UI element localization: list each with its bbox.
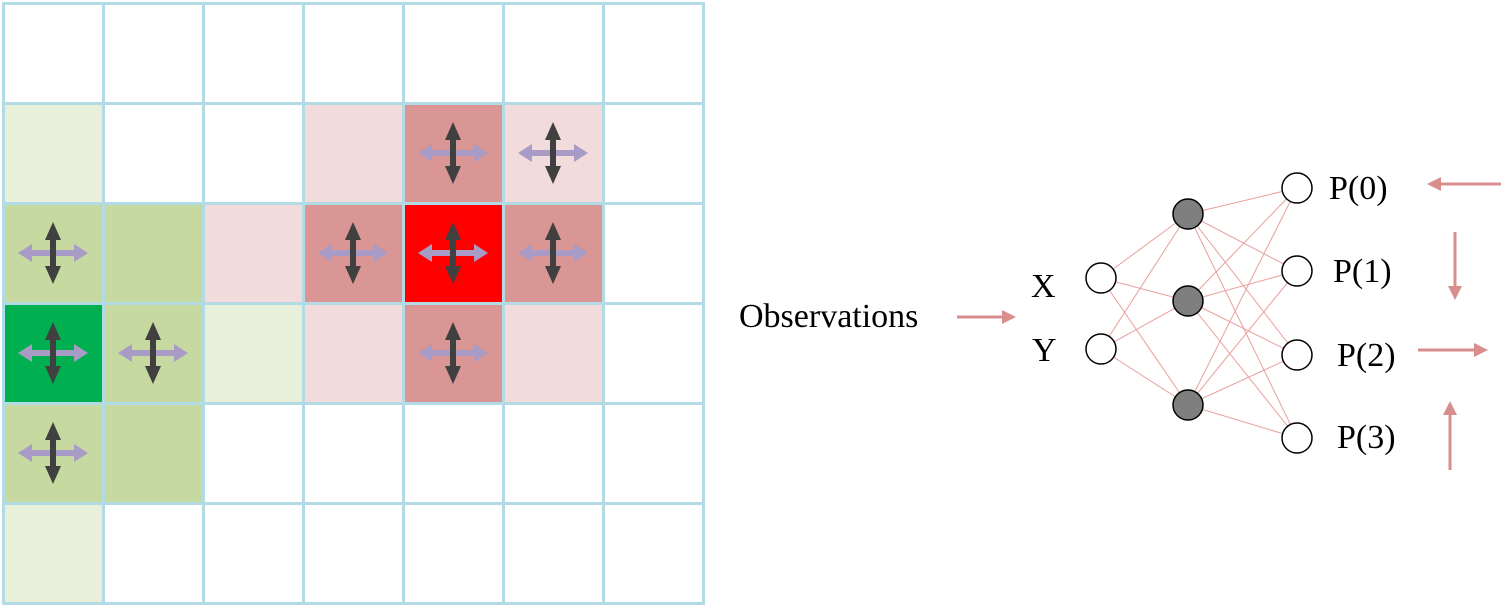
grid-cell [102, 502, 205, 605]
grid-cell [602, 402, 705, 505]
grid-arrows [18, 122, 588, 484]
edge [1187, 213, 1298, 356]
output-node [1281, 339, 1313, 371]
neural-network: Observations X Y P(0) P(1) P(2) P(3) [705, 0, 1501, 605]
grid-cell [402, 502, 505, 605]
output-node [1281, 255, 1313, 287]
hidden-node [1172, 285, 1204, 317]
grid-cell [102, 2, 205, 105]
arrow-right-icon [1418, 343, 1488, 357]
edge [1100, 348, 1189, 406]
move-arrows-icon [118, 322, 188, 384]
output-label-1: P(1) [1333, 253, 1392, 290]
move-arrows-icon [518, 122, 588, 184]
edge [1187, 213, 1298, 272]
grid-cell [502, 402, 605, 505]
move-arrows-icon [18, 322, 88, 384]
output-label-0: P(0) [1329, 170, 1388, 207]
output-node [1281, 172, 1313, 204]
edge [1100, 213, 1189, 350]
grid-cell [502, 302, 605, 405]
hidden-node [1172, 198, 1204, 230]
grid-cell [202, 102, 305, 205]
move-arrows-icon [18, 222, 88, 284]
observations-arrow-icon [957, 310, 1016, 324]
arrow-left-icon [1427, 177, 1501, 191]
output-node [1281, 422, 1313, 454]
output-label-3: P(3) [1337, 419, 1396, 456]
edge [1187, 354, 1298, 406]
edge [1187, 300, 1298, 356]
edge [1187, 270, 1298, 406]
grid-cell [502, 502, 605, 605]
grid-cell [602, 2, 705, 105]
edge [1100, 300, 1189, 350]
arrow-down-icon [1448, 232, 1462, 300]
input-node [1085, 333, 1117, 365]
edge [1187, 404, 1298, 439]
grid-cell [302, 302, 405, 405]
grid-cell [602, 302, 705, 405]
input-label-x: X [1031, 268, 1056, 305]
edge [1100, 277, 1189, 406]
grid-cell [2, 502, 105, 605]
grid-cell [202, 202, 305, 305]
edge [1187, 187, 1298, 302]
edge [1187, 300, 1298, 439]
input-label-y: Y [1032, 332, 1057, 369]
move-arrows-icon [318, 222, 388, 284]
move-arrows-icon [418, 322, 488, 384]
grid-world [0, 0, 705, 605]
arrow-up-icon [1443, 401, 1457, 470]
grid-cell [2, 2, 105, 105]
output-label-2: P(2) [1337, 337, 1396, 374]
edge [1187, 213, 1298, 439]
grid-cell [2, 102, 105, 205]
edge [1187, 187, 1298, 215]
move-arrows-icon [418, 122, 488, 184]
network-diagram [957, 172, 1501, 470]
grid-cell [602, 502, 705, 605]
observations-label: Observations [739, 298, 919, 335]
edge [1187, 270, 1298, 302]
move-arrows-icon [418, 222, 488, 284]
input-node [1085, 262, 1117, 294]
grid-cell [202, 502, 305, 605]
move-arrows-icon [18, 422, 88, 484]
hidden-node [1172, 389, 1204, 421]
grid-cell [102, 102, 205, 205]
edge [1187, 187, 1298, 406]
edge [1100, 213, 1189, 279]
move-arrows-icon [518, 222, 588, 284]
